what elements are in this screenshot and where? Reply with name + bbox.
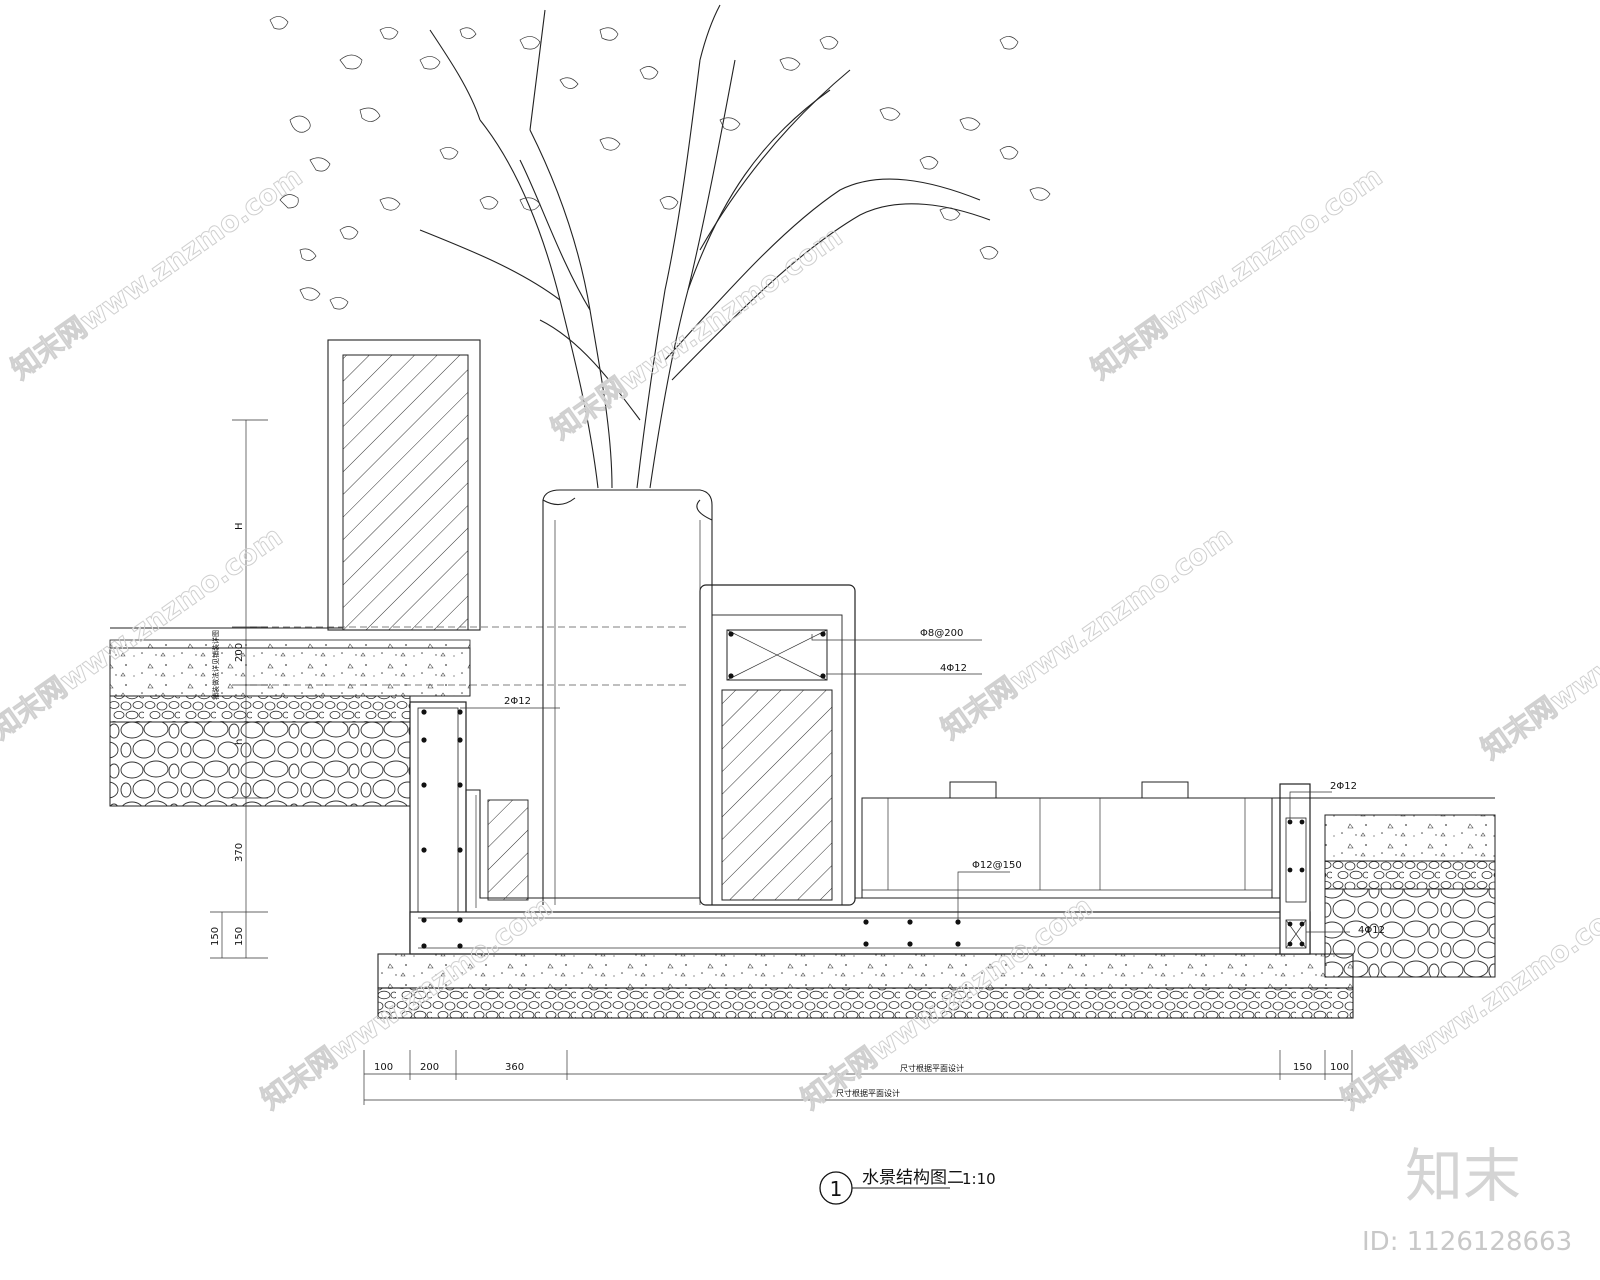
- watermark-text: 知末网www.znzmo.com: [935, 520, 1238, 746]
- watermark-logo: 知末: [1405, 1142, 1521, 1210]
- drawing-title: 1 水景结构图二 1:10: [819, 1168, 996, 1205]
- dim-370: 370: [234, 843, 245, 862]
- paving-note: 铺装做法详见铺装详图: [211, 630, 220, 700]
- hdim-mid-note: 尺寸根据平面设计: [900, 1063, 964, 1073]
- watermark-id: ID: 1126128663: [1362, 1227, 1572, 1257]
- horizontal-dimension: 100 200 360 尺寸根据平面设计 150 100 尺寸根据平面设计: [363, 1050, 1353, 1105]
- vertical-dimension: H 200 h 370 150 150: [210, 419, 268, 959]
- hdim-150: 150: [1293, 1062, 1312, 1073]
- watermark-text: 知末网www.znzmo.com: [1475, 540, 1600, 766]
- title-text: 水景结构图二: [862, 1168, 964, 1188]
- label-right-bottom-rebar: 4Φ12: [1358, 925, 1385, 936]
- title-number: 1: [830, 1177, 843, 1201]
- hdim-total-note: 尺寸根据平面设计: [836, 1088, 900, 1098]
- hdim-100-left: 100: [374, 1062, 393, 1073]
- hdim-360: 360: [505, 1062, 524, 1073]
- left-ground-layers: [109, 626, 690, 807]
- dim-150-a: 150: [210, 927, 221, 946]
- watermark-text: 知末网www.znzmo.com: [1085, 160, 1388, 386]
- dim-150-b: 150: [234, 927, 245, 946]
- dim-H: H: [234, 522, 245, 530]
- label-slab-rebar: Φ12@150: [972, 860, 1022, 871]
- label-right-top-rebar: 2Φ12: [1330, 781, 1357, 792]
- left-feature-wall: [327, 339, 481, 631]
- hdim-100-right: 100: [1330, 1062, 1349, 1073]
- label-left-wall-rebar: 2Φ12: [504, 696, 531, 707]
- watermark-text: 知末网www.znzmo.com: [5, 160, 308, 386]
- tree-illustration: [269, 4, 1051, 489]
- right-ground-layers: [1272, 797, 1496, 978]
- title-scale: 1:10: [962, 1170, 996, 1188]
- pool-structure: [377, 489, 1354, 1019]
- dim-h: h: [234, 739, 245, 745]
- dim-200: 200: [234, 643, 245, 662]
- annotations: Φ8@200 4Φ12 2Φ12 2Φ12 Φ12@150 4Φ12 铺装做法详…: [211, 628, 1385, 936]
- leader-lines: [460, 634, 1350, 933]
- label-stirrup: Φ8@200: [920, 628, 963, 639]
- hdim-200: 200: [420, 1062, 439, 1073]
- label-top-rebar: 4Φ12: [940, 663, 967, 674]
